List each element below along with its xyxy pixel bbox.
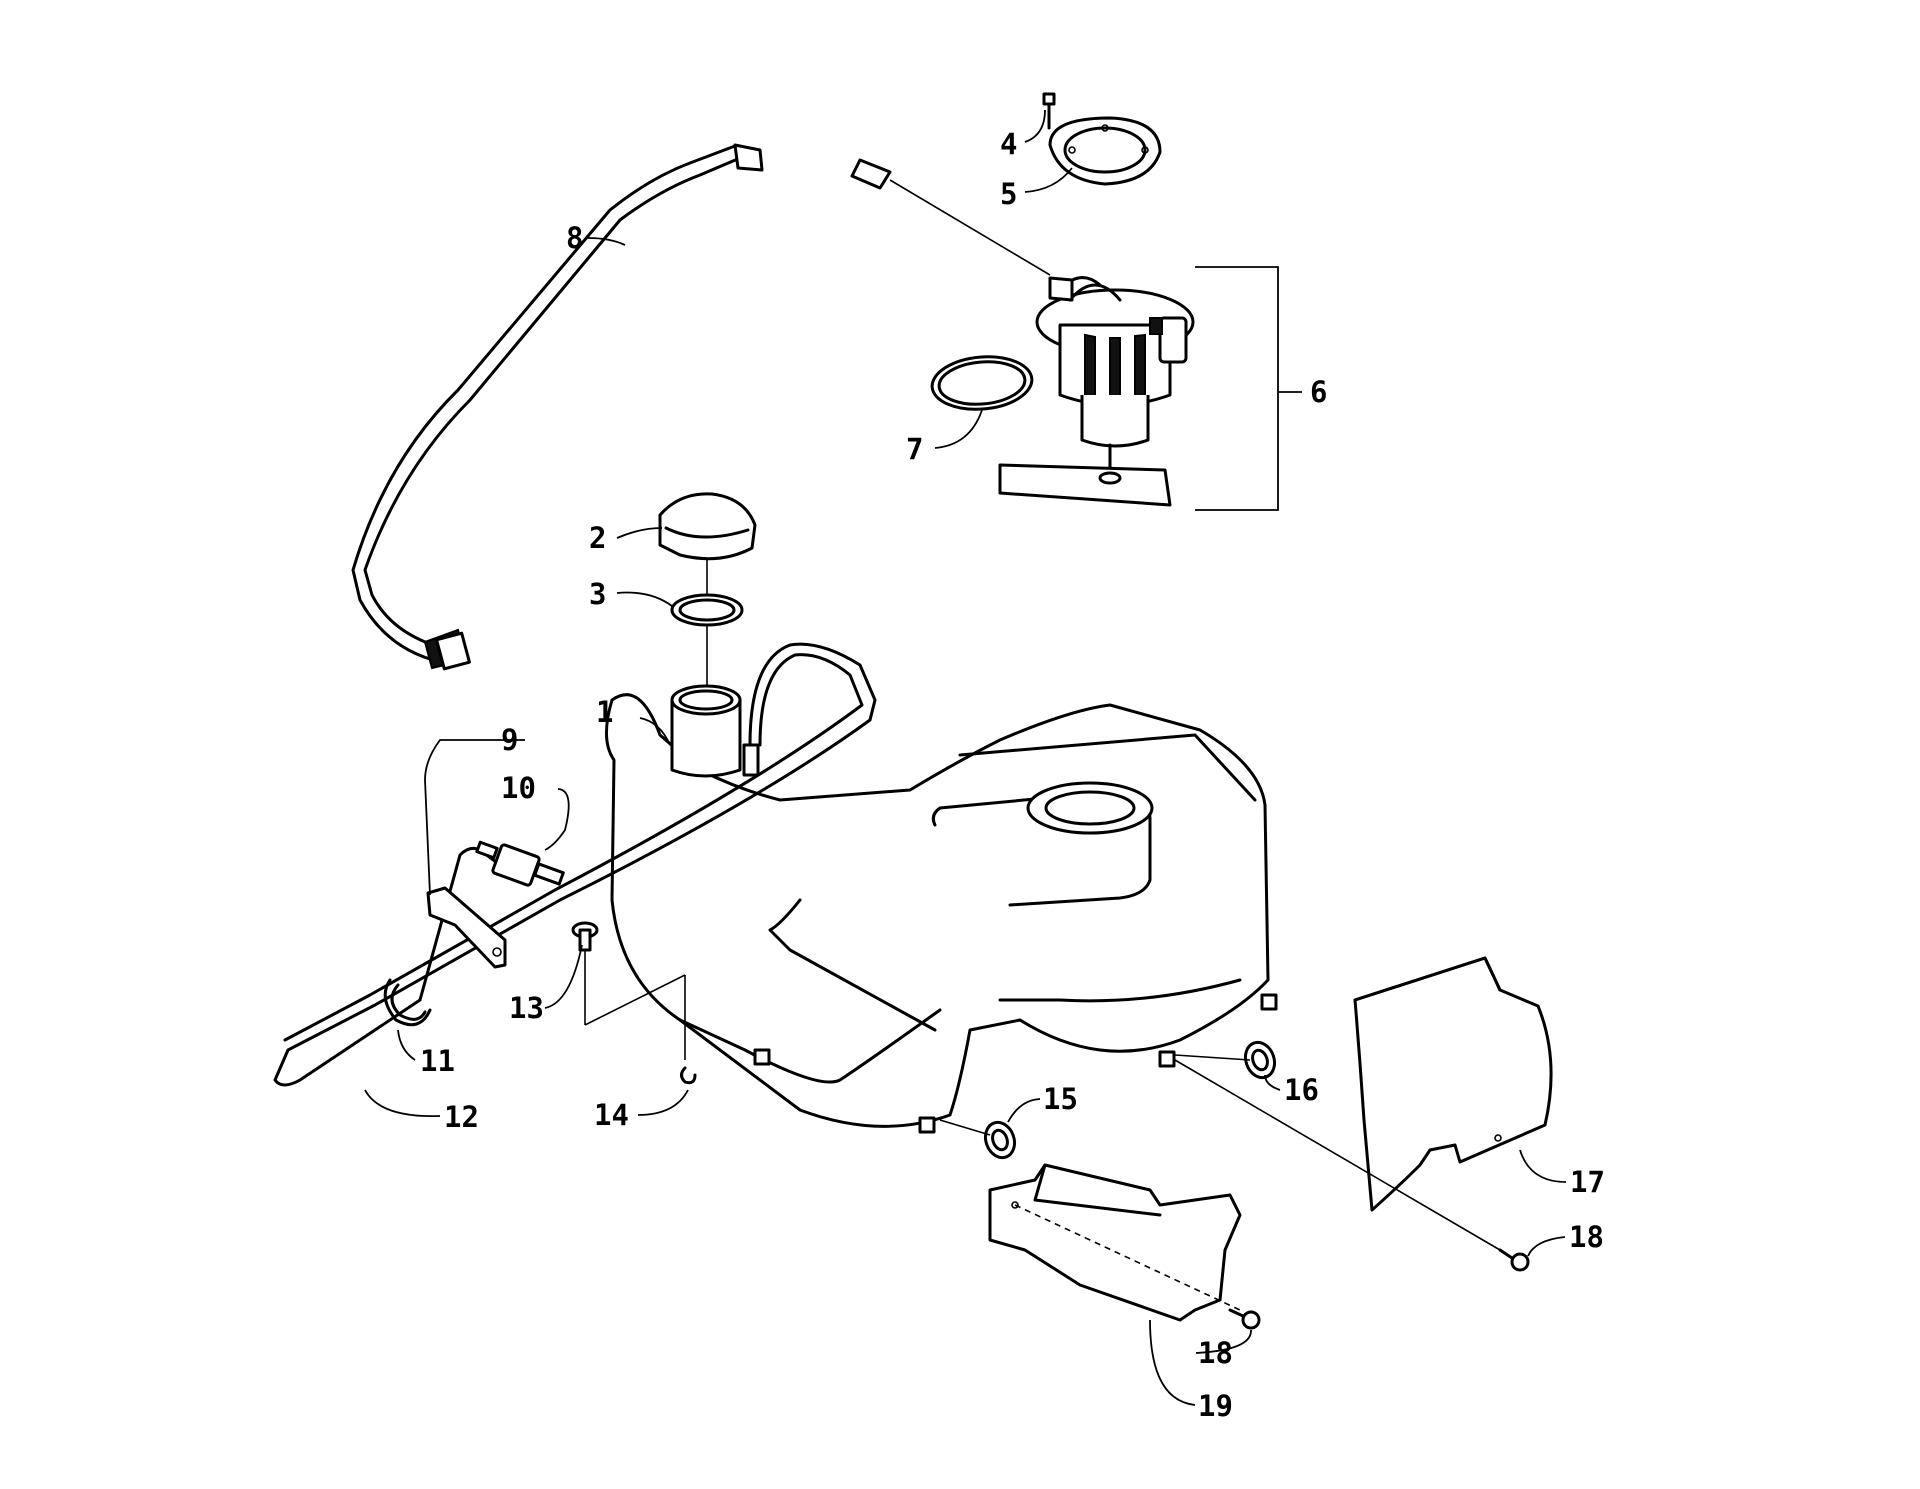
callout-labels: 1 2 3 4 5 6 7 8 9 10 11 12 13 14 15 16 1… (420, 127, 1605, 1423)
tank-clip (680, 1066, 697, 1085)
callout-leaders (364, 109, 1567, 1406)
fuel-cap (658, 492, 757, 561)
inline-fuel-filter (475, 840, 565, 887)
fuel-pump-assembly (998, 276, 1195, 507)
heat-shield-right (1353, 956, 1553, 1212)
fuel-line-hose (351, 143, 892, 671)
callout-19: 19 (1198, 1389, 1233, 1423)
pump-gasket (1048, 116, 1162, 186)
heat-shield-left (988, 1163, 1242, 1322)
callout-7: 7 (906, 432, 923, 466)
callout-9: 9 (501, 723, 518, 757)
callout-5: 5 (1000, 177, 1017, 211)
shield-bolt-left (1228, 1308, 1261, 1330)
screw (1042, 92, 1056, 130)
callout-8: 8 (566, 221, 583, 255)
assembly-lines (584, 179, 1501, 1311)
callout-16: 16 (1284, 1073, 1319, 1107)
callout-1: 1 (596, 695, 613, 729)
shield-bolt-right (1498, 1248, 1530, 1272)
callout-2: 2 (589, 521, 606, 555)
callout-14: 14 (594, 1098, 629, 1132)
callout-6: 6 (1310, 375, 1327, 409)
assembly-bracket-6 (1195, 266, 1302, 511)
callout-11: 11 (420, 1044, 455, 1078)
push-fastener (571, 921, 599, 952)
fuel-tank (604, 684, 1278, 1134)
grommet-right (1243, 1040, 1277, 1080)
grommet-left (983, 1120, 1017, 1160)
callout-10: 10 (501, 771, 536, 805)
callout-3: 3 (589, 577, 606, 611)
callout-12: 12 (444, 1100, 479, 1134)
cap-seal-ring (670, 593, 744, 627)
pump-o-ring (930, 355, 1034, 411)
callout-17: 17 (1570, 1165, 1605, 1199)
callout-18b: 18 (1198, 1336, 1233, 1370)
callout-18a: 18 (1569, 1220, 1604, 1254)
callout-15: 15 (1043, 1082, 1078, 1116)
hose-clamp (383, 978, 432, 1027)
callout-13: 13 (509, 991, 544, 1025)
filter-bracket (426, 886, 507, 969)
callout-4: 4 (1000, 127, 1017, 161)
